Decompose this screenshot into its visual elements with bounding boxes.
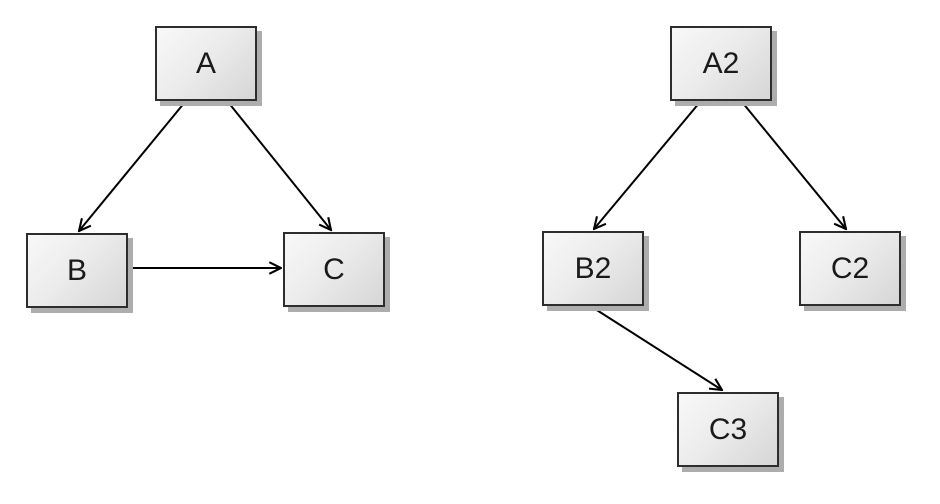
node-label: B2 xyxy=(574,251,612,285)
node-C3[interactable]: C3 xyxy=(677,392,779,467)
node-B2[interactable]: B2 xyxy=(542,231,644,306)
node-A[interactable]: A xyxy=(155,26,257,101)
node-C[interactable]: C xyxy=(283,232,385,307)
node-label: B xyxy=(66,253,87,287)
node-B[interactable]: B xyxy=(26,233,128,308)
edge-A2-to-B2 xyxy=(594,101,701,229)
node-label: C xyxy=(323,252,345,286)
edge-B2-to-C3 xyxy=(591,306,722,390)
node-label: C3 xyxy=(708,412,748,446)
node-A2[interactable]: A2 xyxy=(670,26,772,101)
edge-A-to-C xyxy=(227,101,331,230)
node-label: A xyxy=(195,46,216,80)
edge-A-to-B xyxy=(79,101,186,231)
node-C2[interactable]: C2 xyxy=(799,231,901,306)
edge-A2-to-C2 xyxy=(741,101,846,229)
node-label: C2 xyxy=(830,251,870,285)
node-label: A2 xyxy=(702,46,740,80)
